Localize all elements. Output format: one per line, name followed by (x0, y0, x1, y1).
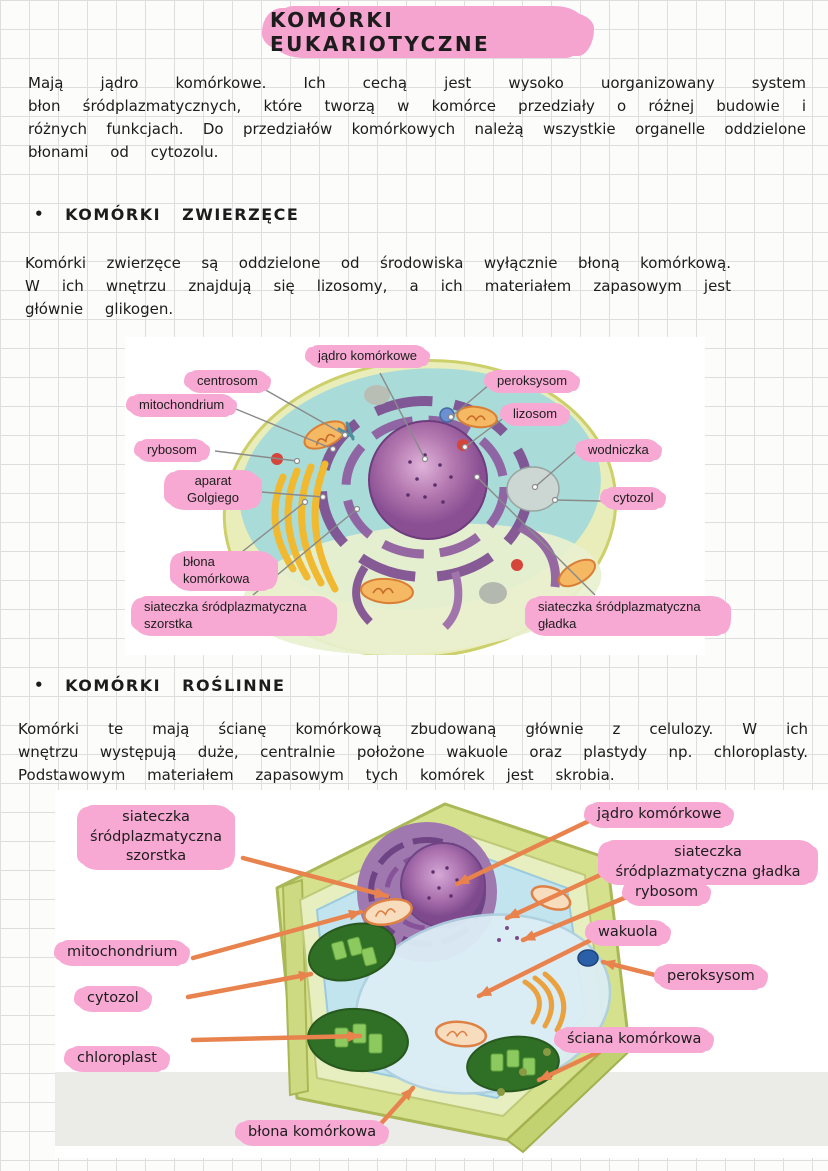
intro-paragraph: Mają jądro komórkowe. Ich cechą jest wys… (28, 72, 806, 164)
label-bubble-mitochondrium: mitochondrium (129, 394, 235, 417)
label-arrows (185, 817, 670, 1131)
label-bubble-wakuola: wakuola (588, 920, 668, 946)
section-heading-text: KOMÓRKI ZWIERZĘCE (65, 205, 300, 224)
label-bubble-blona-komorkowa: błona komórkowa (238, 1120, 387, 1146)
intro-line: błonami od cytozolu. (28, 143, 219, 161)
label-bubble-chloroplast: chloroplast (67, 1046, 167, 1072)
body-line: Komórki zwierzęce są oddzielone od środo… (25, 254, 731, 272)
section-heading-text: KOMÓRKI ROŚLINNE (65, 676, 286, 695)
label-bubble-wodniczka: wodniczka (578, 439, 659, 462)
body-line: Komórki te mają ścianę komórkową zbudowa… (18, 720, 808, 738)
label-bubble-siateczka-gladka: siateczka śródplazmatyczna gładka (528, 596, 728, 636)
body-line: wnętrzu występują duże, centralnie położ… (18, 743, 808, 761)
label-bubble-peroksysom: peroksysom (657, 964, 765, 990)
intro-line: różnych funkcjach. Do przedziałów komórk… (28, 120, 806, 138)
label-bubble-siateczka-gladka: siateczka śródplazmatyczna gładka (601, 840, 815, 886)
label-bubble-peroksysom: peroksysom (487, 370, 578, 393)
plant-cell-diagram: siateczka śródplazmatyczna szorstka mito… (55, 790, 828, 1158)
label-bubble-cytozol: cytozol (603, 487, 664, 510)
label-bubble-blona-komorkowa: błona komórkowa (173, 551, 275, 591)
section-heading-plant-cells: • KOMÓRKI ROŚLINNE (34, 676, 285, 695)
plant-cell-illustration (55, 802, 828, 1154)
bullet-icon: • (34, 205, 46, 223)
body-line: Podstawowym materiałem zapasowym tych ko… (18, 766, 615, 784)
label-bubble-rybosom: rybosom (137, 439, 207, 462)
label-bubble-jadro-komorkowe: jądro komórkowe (308, 345, 427, 368)
intro-line: Mają jądro komórkowe. Ich cechą jest wys… (28, 74, 806, 92)
animal-cell-diagram: jądro komórkowe centrosom mitochondrium … (125, 337, 728, 655)
page-title-highlight: KOMÓRKI EUKARIOTYCZNE (270, 6, 586, 58)
label-bubble-mitochondrium: mitochondrium (57, 940, 188, 966)
leader-lines (214, 372, 602, 596)
plant-cells-paragraph: Komórki te mają ścianę komórkową zbudowa… (18, 718, 808, 787)
body-line: W ich wnętrzu znajdują się lizosomy, a i… (25, 277, 731, 295)
label-bubble-siateczka-szorstka: siateczka śródplazmatyczna szorstka (134, 596, 334, 636)
body-line: głównie glikogen. (25, 300, 174, 318)
label-bubble-jadro-komorkowe: jądro komórkowe (587, 802, 732, 828)
label-bubble-lizosom: lizosom (503, 403, 568, 426)
label-bubble-rybosom: rybosom (625, 880, 709, 906)
label-bubble-cytozol: cytozol (77, 986, 149, 1012)
label-bubble-centrosom: centrosom (187, 370, 268, 393)
section-heading-animal-cells: • KOMÓRKI ZWIERZĘCE (34, 205, 299, 224)
label-bubble-sciana-komorkowa: ściana komórkowa (557, 1027, 712, 1053)
page-title: KOMÓRKI EUKARIOTYCZNE (270, 8, 491, 56)
animal-cells-paragraph: Komórki zwierzęce są oddzielone od środo… (25, 252, 731, 321)
label-bubble-siateczka-szorstka: siateczka śródplazmatyczna szorstka (80, 805, 232, 870)
intro-line: błon śródplazmatycznych, które tworzą w … (28, 97, 806, 115)
bullet-icon: • (34, 676, 46, 694)
label-bubble-aparat-golgiego: aparat Golgiego (167, 470, 259, 510)
